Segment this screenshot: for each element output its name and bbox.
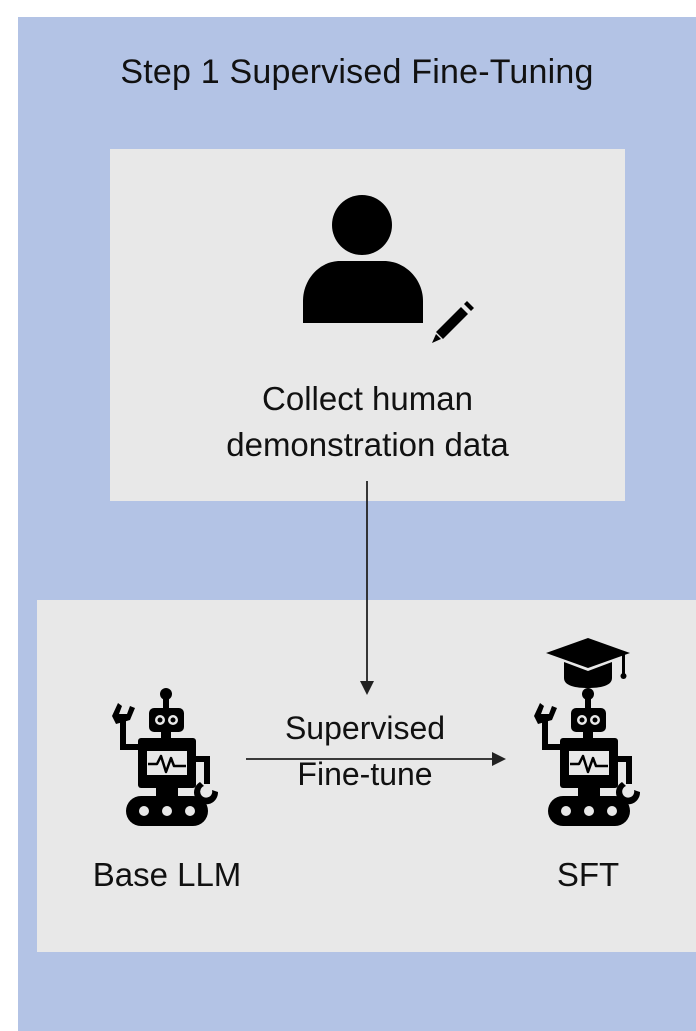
arrow-head-down <box>360 681 374 695</box>
collect-data-label: Collect human demonstration data <box>110 376 625 468</box>
sft-robot-icon <box>534 688 641 826</box>
supervised-fine-tune-label: Supervised Fine-tune <box>246 705 484 797</box>
base-robot-icon <box>112 688 219 826</box>
base-llm-label: Base LLM <box>92 856 242 893</box>
edge-label-line-2: Fine-tune <box>297 756 433 792</box>
person-icon <box>303 195 423 323</box>
graduation-cap-icon <box>546 638 630 688</box>
collect-data-line-2: demonstration data <box>226 426 509 463</box>
diagram-title: Step 1 Supervised Fine-Tuning <box>120 53 594 91</box>
arrow-head-right <box>492 752 506 766</box>
pencil-icon <box>432 301 474 343</box>
collect-data-line-1: Collect human <box>262 380 473 417</box>
sft-label: SFT <box>556 856 620 893</box>
edge-label-line-1: Supervised <box>284 710 446 746</box>
